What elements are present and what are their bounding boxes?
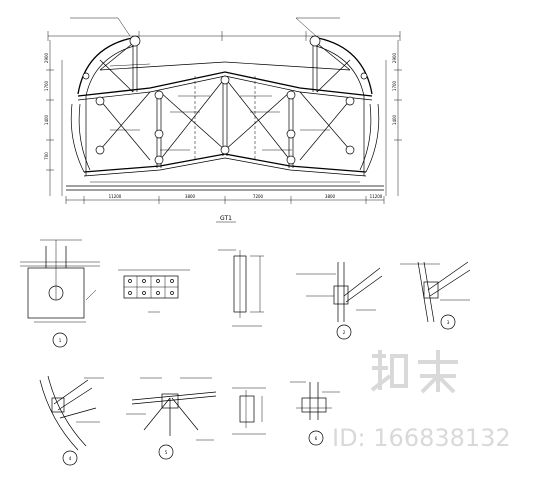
detail-2-joint [296,262,383,322]
detail-1-base-plate [20,239,100,323]
detail-marker-2: 2 [343,330,346,335]
watermark-logo-graphic [370,350,458,394]
dim-bottom-3: 7200 [253,194,264,199]
dim-left-2: 1700 [44,80,49,91]
detail-3-joint [400,261,471,323]
detail-column-node [218,249,264,327]
detail-marker-3: 3 [447,320,450,325]
detail-5-top-joint [126,377,217,441]
detail-4-arc-joint [39,375,104,451]
dim-bottom-2: 3800 [185,194,196,199]
detail-marker-1: 1 [59,338,62,343]
main-truss-elevation [46,17,402,223]
detail-small-plate [232,387,266,435]
dim-right-2: 1700 [392,80,397,91]
dim-bottom-4: 3800 [325,194,336,199]
drawing-title: GT1 [220,215,232,222]
detail-marker-4: 4 [69,456,72,461]
detail-marker-6: 6 [315,436,318,441]
dim-left-3: 1400 [44,114,49,125]
dim-right-3: 1400 [392,114,397,125]
detail-6-column-base [290,381,340,420]
dim-bottom-5: 11200 [370,194,383,199]
dim-left-1: 2900 [44,52,49,63]
watermark-id-text: ID: 166838132 [332,424,511,452]
dim-left-4: 700 [44,152,49,160]
dim-right-1: 2900 [392,52,397,63]
detail-section-1-1 [118,269,190,313]
dim-bottom-1: 11200 [109,194,122,199]
detail-marker-5: 5 [165,450,168,455]
